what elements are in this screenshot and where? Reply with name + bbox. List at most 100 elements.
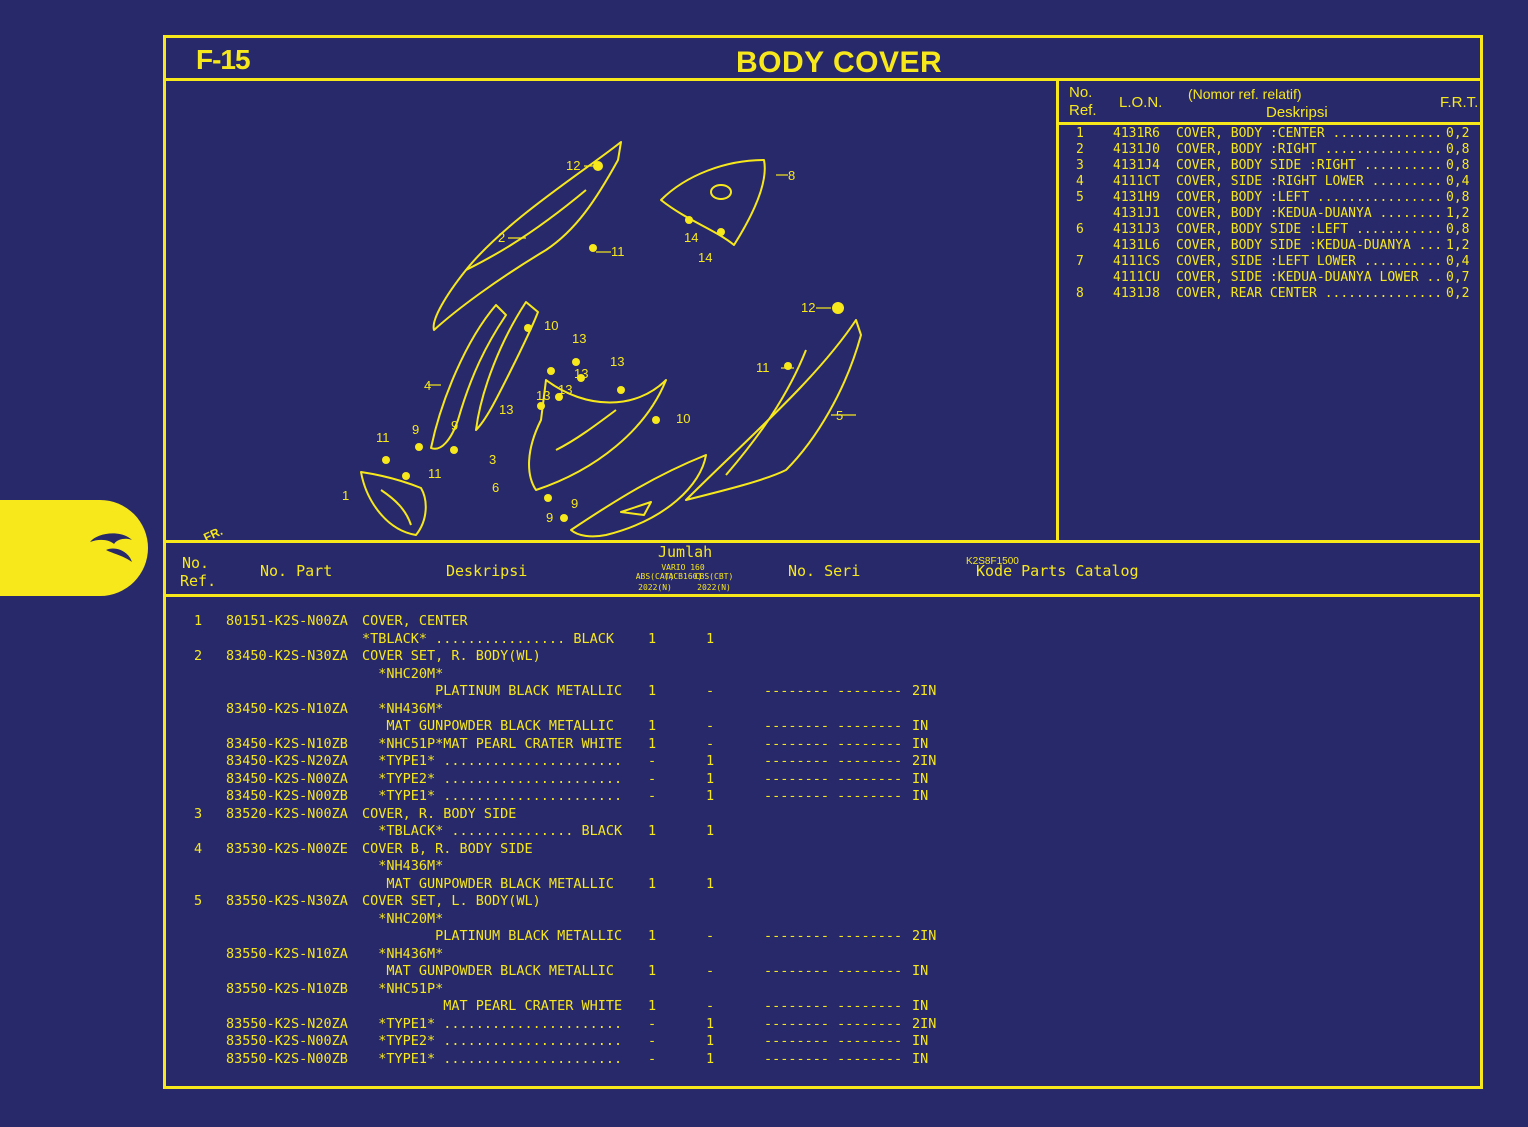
qty-abs-cell: - (648, 753, 657, 769)
frt-cell: 0,4 (1446, 174, 1470, 189)
part-number-cell: 83550-K2S-N00ZB (226, 1050, 348, 1067)
callout-4: 4 (424, 378, 431, 393)
description-cell: MAT GUNPOWDER BLACK METALLIC (362, 875, 614, 892)
qty-cbs-cell: - (706, 683, 715, 699)
fr-label: FR. (201, 524, 224, 540)
parts-header-ref: Ref. (180, 572, 217, 590)
frt-cell: 0,4 (1446, 254, 1470, 269)
part-number-cell: 83450-K2S-N00ZB (226, 788, 348, 804)
table-header-divider (166, 594, 1480, 597)
desc-cell: COVER, BODY :KEDUA-DUANYA ........ (1176, 206, 1443, 221)
parts-table-row: 83450-K2S-N00ZA *TYPE2* ................… (166, 771, 1466, 788)
callout-11-low: 11 (428, 466, 442, 481)
leader-lines (428, 165, 856, 416)
parts-header-qty: Jumlah (658, 543, 713, 561)
desc-cell: COVER, BODY SIDE :KEDUA-DUANYA ... (1176, 238, 1443, 253)
description-cell: *NHC20M* (362, 910, 444, 927)
ref-cell: 7 (1076, 254, 1084, 269)
desc-cell: COVER, BODY :CENTER .............. (1176, 126, 1443, 141)
ref-cell: 1 (194, 613, 203, 629)
diagram-code: K2S8F1500 (966, 556, 1019, 567)
frt-cell: 0,2 (1446, 286, 1470, 301)
qty-abs-cell: 1 (648, 875, 657, 892)
parts-header-desc: Deskripsi (446, 562, 528, 580)
description-cell: *NHC51P* (362, 980, 444, 997)
ref-cell: 3 (194, 805, 203, 822)
description-cell: PLATINUM BLACK METALLIC (362, 928, 623, 944)
callout-9-a: 9 (412, 422, 419, 437)
callout-14-a: 14 (684, 230, 698, 245)
parts-table-row: *NHC20M* (166, 666, 1466, 683)
part-number-cell: 83450-K2S-N20ZA (226, 753, 348, 769)
parts-table-row: 83550-K2S-N20ZA *TYPE1* ................… (166, 1016, 1466, 1033)
description-cell: COVER, CENTER (362, 613, 468, 629)
serial-cell: -------- -------- (764, 928, 903, 944)
ref-cell: 4 (1076, 174, 1084, 189)
parts-table-row: 83550-K2S-N10ZB *NHC51P* (166, 981, 1466, 998)
catalog-code-cell: IN (912, 1033, 929, 1049)
parts-table-row: 83550-K2S-N00ZA *TYPE2* ................… (166, 1033, 1466, 1050)
serial-cell: -------- -------- (764, 735, 903, 752)
lon-cell: 4111CU (1113, 270, 1160, 285)
description-cell: COVER SET, R. BODY(WL) (362, 648, 541, 664)
callout-9-b: 9 (451, 418, 458, 433)
desc-cell: COVER, BODY SIDE :LEFT ........... (1176, 222, 1443, 237)
parts-table-row: 83450-K2S-N20ZA *TYPE1* ................… (166, 753, 1466, 770)
ref-table-header-no: No. (1069, 84, 1093, 101)
part-number-cell: 83450-K2S-N10ZA (226, 700, 348, 717)
serial-cell: -------- -------- (764, 998, 903, 1014)
serial-cell: -------- -------- (764, 683, 903, 699)
lon-cell: 4131J0 (1113, 142, 1160, 157)
serial-cell: -------- -------- (764, 770, 903, 787)
serial-cell: -------- -------- (764, 1015, 903, 1032)
callout-11-right: 11 (756, 360, 770, 375)
part-number-cell: 83450-K2S-N30ZA (226, 648, 348, 664)
part-7-left-side-lower (570, 454, 707, 538)
section-tab[interactable] (0, 500, 148, 596)
qty-abs-cell: - (648, 1015, 657, 1032)
title-divider (166, 78, 1480, 81)
qty-abs-cell: 1 (648, 630, 657, 647)
desc-cell: COVER, SIDE :RIGHT LOWER ......... (1176, 174, 1443, 189)
frt-cell: 0,2 (1446, 126, 1470, 141)
parts-header-part: No. Part (260, 562, 333, 580)
lon-cell: 4131J1 (1113, 206, 1160, 221)
callout-9-c: 9 (571, 496, 578, 511)
qty-cbs-cell: - (706, 735, 715, 752)
catalog-code-cell: IN (912, 998, 929, 1014)
part-number-cell: 83550-K2S-N10ZA (226, 945, 348, 962)
lon-cell: 4131H9 (1113, 190, 1160, 205)
ref-cell: 5 (1076, 190, 1084, 205)
qty-cbs-cell: 1 (706, 1015, 715, 1032)
description-cell: *TYPE1* ...................... (362, 788, 623, 804)
parts-table-row: 83450-K2S-N10ZA *NH436M* (166, 701, 1466, 718)
frt-cell: 1,2 (1446, 238, 1470, 253)
description-cell: *NH436M* (362, 945, 444, 962)
description-cell: COVER, R. BODY SIDE (362, 805, 517, 822)
ref-cell: 3 (1076, 158, 1084, 173)
part-3-right-body-side (475, 301, 539, 431)
part-6-left-body-side (528, 379, 667, 491)
parts-header-col1-type: ABS(CAT) (635, 572, 675, 581)
qty-abs-cell: 1 (648, 928, 657, 944)
parts-table-row: *NHC20M* (166, 911, 1466, 928)
ref-table-header-divider (1056, 122, 1480, 125)
callout-2: 2 (498, 230, 505, 245)
parts-table-row: 83450-K2S-N00ZB *TYPE1* ................… (166, 788, 1466, 805)
description-cell: *NH436M* (362, 858, 444, 874)
qty-cbs-cell: - (706, 998, 715, 1014)
parts-header-model: VARIO 160 (ACB160) (661, 563, 705, 581)
serial-cell: -------- -------- (764, 1033, 903, 1049)
callout-13-a: 13 (572, 331, 586, 346)
description-cell: *TBLACK* ................ BLACK (362, 630, 614, 647)
ref-table-header-frt: F.R.T. (1440, 94, 1479, 111)
description-cell: *TYPE2* ...................... (362, 770, 623, 787)
callout-5: 5 (836, 408, 843, 423)
